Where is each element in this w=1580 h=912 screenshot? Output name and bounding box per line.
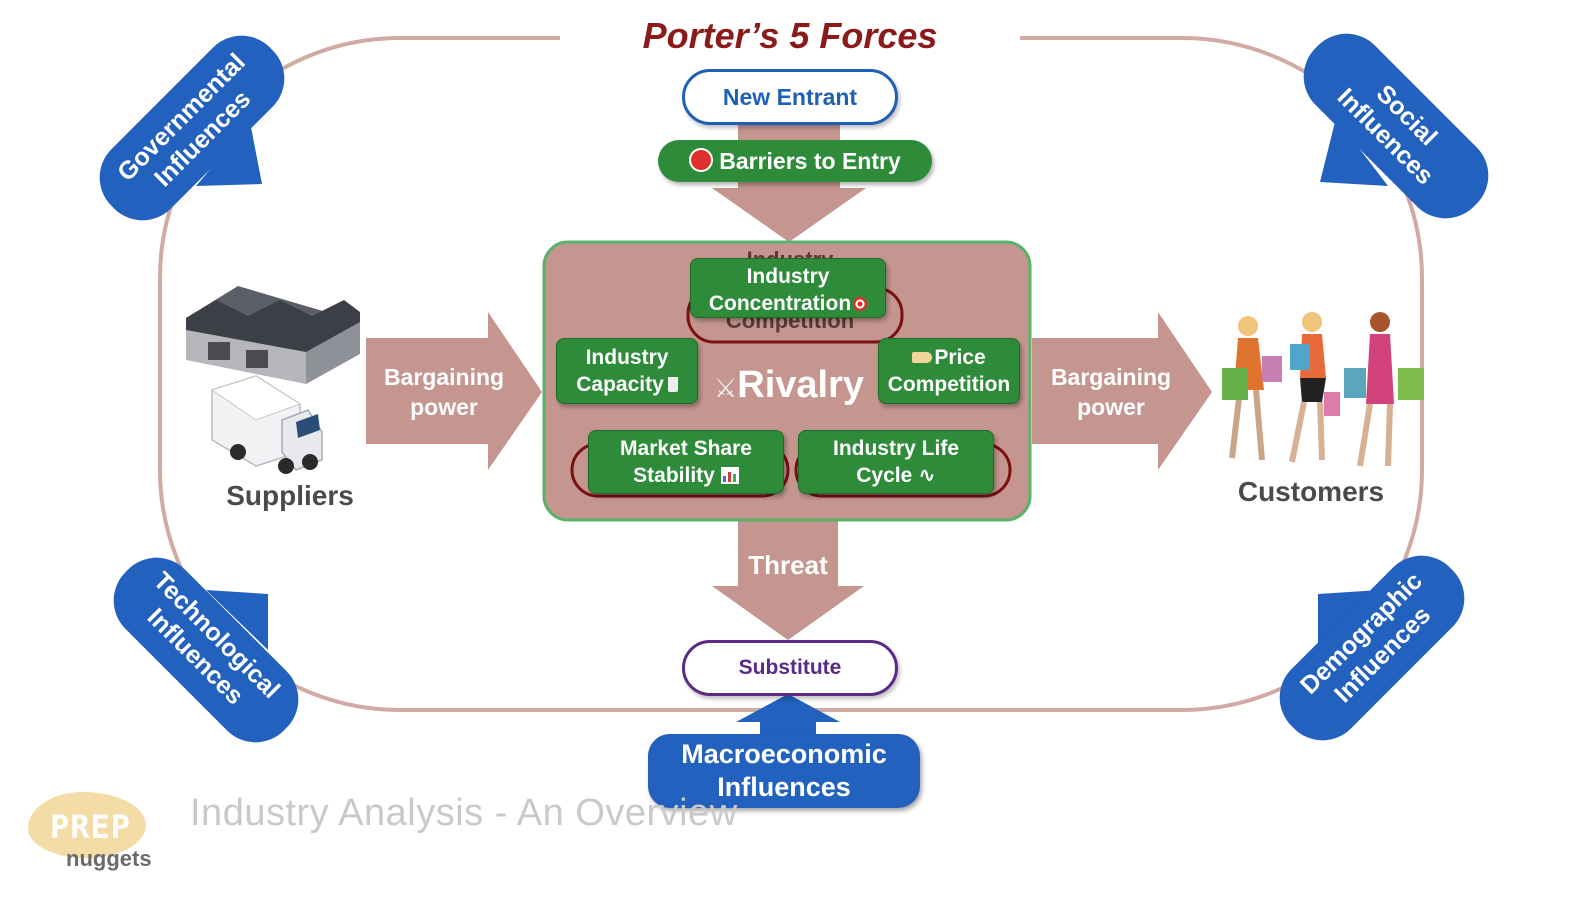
- logo-prep-text: PREP: [50, 808, 132, 846]
- market-share-stability[interactable]: Market Share Stability: [588, 430, 784, 494]
- lifecycle-line-2: Cycle: [856, 464, 913, 487]
- customers-arrow-label: Bargaining power: [1036, 362, 1186, 422]
- price-competition[interactable]: Price Competition: [878, 338, 1020, 404]
- suppliers-arrow-label: Bargaining power: [370, 362, 518, 422]
- market-line-2: Stability: [633, 464, 715, 487]
- industry-concentration[interactable]: Industry Concentration: [690, 258, 886, 318]
- market-line-2-wrap: Stability: [589, 462, 783, 489]
- macro-arrow: [736, 694, 840, 738]
- warehouse-icon: [186, 286, 360, 384]
- price-tag-icon: [912, 352, 933, 363]
- rivalry-text: Rivalry: [737, 364, 865, 406]
- stop-sign-icon: [689, 148, 714, 172]
- customers-arrow: [1032, 312, 1212, 470]
- prep-nuggets-logo: PREP nuggets: [28, 786, 152, 878]
- concentration-line-2-wrap: Concentration: [691, 290, 885, 317]
- macroeconomic-influences[interactable]: Macroeconomic Influences: [648, 734, 920, 808]
- capacity-line-2-wrap: Capacity: [557, 371, 697, 398]
- demographic-shape: [1279, 555, 1465, 741]
- capacity-line-2: Capacity: [576, 373, 664, 396]
- customers-label[interactable]: Customers: [1237, 476, 1385, 507]
- market-line-1: Market Share: [620, 437, 752, 460]
- macro-line-1: Macroeconomic: [681, 739, 887, 769]
- barriers-to-entry[interactable]: Barriers to Entry: [658, 140, 932, 182]
- technological-shape: [113, 557, 299, 743]
- logo-blob: [28, 792, 146, 858]
- substitute-node[interactable]: Substitute: [682, 640, 898, 696]
- diagram-title: Porter’s 5 Forces: [560, 14, 1020, 58]
- crossed-swords-icon: ⚔: [713, 373, 738, 403]
- macro-line-2: Influences: [717, 772, 851, 802]
- target-icon: [853, 297, 868, 311]
- threat-arrow: [712, 520, 864, 640]
- sine-wave-icon: ∿: [918, 464, 936, 487]
- suppliers-arrow-line-2: power: [410, 394, 478, 420]
- new-entrant-label: New Entrant: [722, 84, 858, 110]
- social-shape: [1303, 33, 1489, 219]
- bar-chart-icon: [720, 467, 739, 484]
- suppliers-arrow-line-1: Bargaining: [383, 364, 505, 390]
- logo-nuggets-text: nuggets: [66, 846, 152, 871]
- price-line-1: Price: [934, 346, 986, 369]
- industry-life-cycle[interactable]: Industry Life Cycle ∿: [798, 430, 994, 494]
- shoppers-icon: [1222, 312, 1424, 467]
- lifecycle-line-2-wrap: Cycle ∿: [799, 462, 993, 489]
- new-entrant-node[interactable]: New Entrant: [682, 69, 898, 125]
- footer-caption: Industry Analysis - An Overview: [190, 792, 738, 834]
- barriers-label: Barriers to Entry: [719, 148, 901, 174]
- price-line-2: Competition: [887, 373, 1011, 396]
- suppliers-arrow: [366, 312, 542, 470]
- capacity-line-1: Industry: [585, 346, 669, 369]
- suppliers-label[interactable]: Suppliers: [226, 480, 354, 511]
- rivalry-label: ⚔Rivalry: [704, 362, 874, 411]
- substitute-label: Substitute: [738, 656, 842, 679]
- governmental-shape: [99, 35, 285, 221]
- concentration-line-1: Industry: [746, 265, 830, 288]
- customers-arrow-line-1: Bargaining: [1050, 364, 1172, 390]
- concentration-line-2: Concentration: [708, 292, 852, 315]
- customers-arrow-line-2: power: [1077, 394, 1145, 420]
- industry-capacity[interactable]: Industry Capacity: [556, 338, 698, 404]
- truck-icon: [210, 375, 323, 474]
- threat-label: Threat: [748, 550, 828, 580]
- price-line-1-wrap: Price: [879, 344, 1019, 371]
- lifecycle-line-1: Industry Life: [832, 437, 959, 460]
- glass-icon: [667, 377, 678, 392]
